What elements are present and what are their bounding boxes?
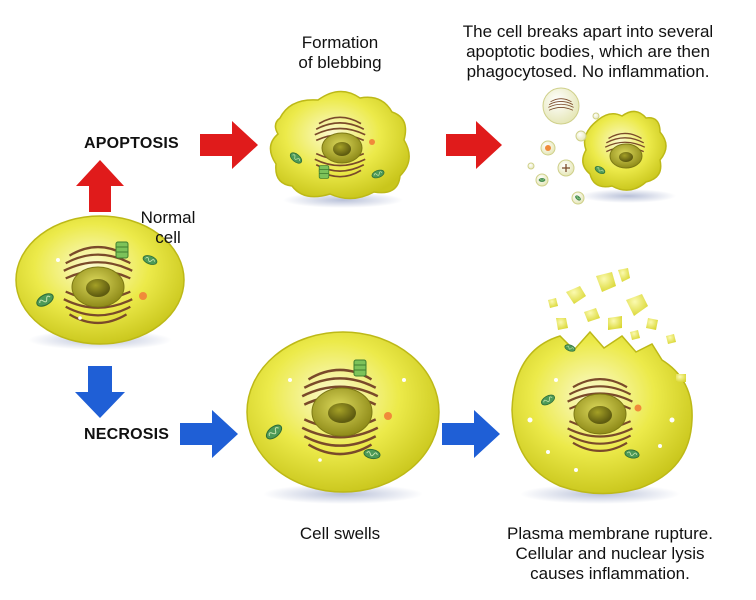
- ruptured-cell: [511, 330, 693, 504]
- apoptotic-bodies-label: The cell breaks apart into several apopt…: [462, 22, 714, 81]
- apoptosis-arrow-2: [446, 121, 502, 169]
- normal-cell-label: Normal cell: [140, 208, 196, 247]
- normal-cell: [15, 215, 185, 350]
- apoptosis-arrow-1: [200, 121, 258, 169]
- rupture-label: Plasma membrane rupture. Cellular and nu…: [507, 524, 713, 583]
- apoptosis-label: APOPTOSIS: [84, 135, 179, 152]
- necrosis-arrow-1: [180, 410, 238, 458]
- apoptotic-bodies: [527, 87, 676, 205]
- blebbing-cell: [269, 90, 410, 208]
- necrosis-down-arrow: [75, 366, 125, 418]
- cell-swells-label: Cell swells: [299, 524, 381, 543]
- membrane-fragments: [548, 268, 686, 382]
- swollen-cell: [246, 331, 440, 504]
- necrosis-arrow-2: [442, 410, 500, 458]
- necrosis-label: NECROSIS: [84, 426, 170, 443]
- apoptosis-up-arrow: [76, 160, 124, 212]
- blebbing-label: Formation of blebbing: [298, 33, 382, 72]
